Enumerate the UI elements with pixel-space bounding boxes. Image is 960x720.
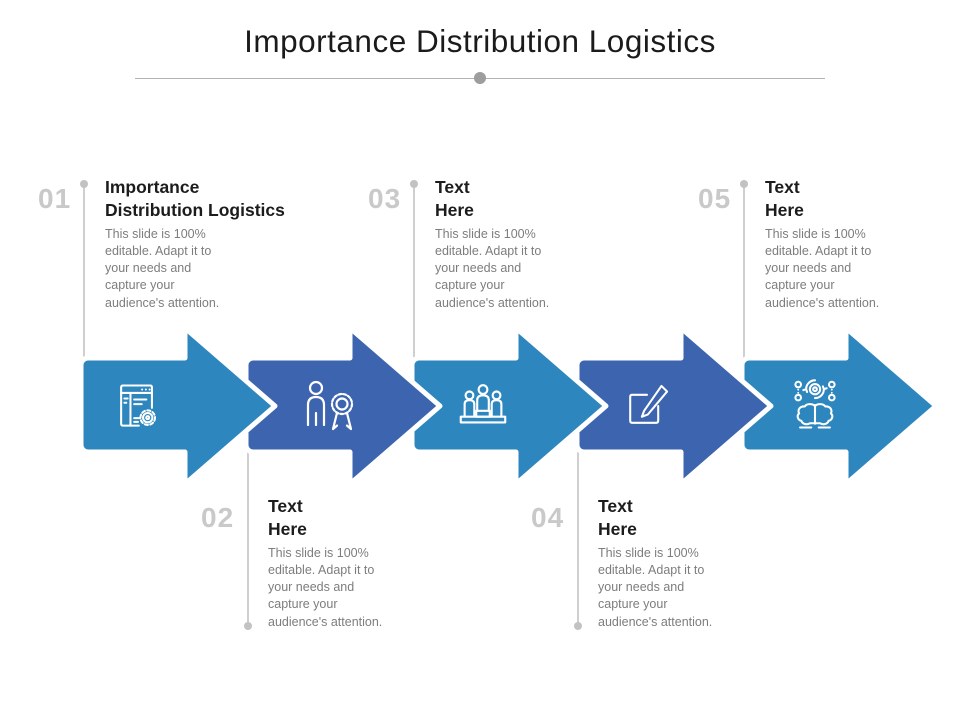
step-heading-1: Importance Distribution Logistics xyxy=(105,177,285,220)
arrow-shape-2 xyxy=(243,325,443,487)
connector-line-step-2 xyxy=(247,452,249,626)
connector-line-step-1 xyxy=(83,185,85,360)
process-arrow-2 xyxy=(243,325,443,487)
arrow-shape-5 xyxy=(739,325,939,487)
arrow-shape-3 xyxy=(409,325,609,487)
connector-dot-step-2 xyxy=(244,622,252,630)
process-arrow-5 xyxy=(739,325,939,487)
connector-line-step-4 xyxy=(577,452,579,626)
step-description-1: This slide is 100% editable. Adapt it to… xyxy=(105,227,220,310)
connector-dot-step-1 xyxy=(80,180,88,188)
step-description-5: This slide is 100% editable. Adapt it to… xyxy=(765,227,880,310)
step-heading-4: Text Here xyxy=(598,496,637,539)
brain-gears-icon xyxy=(794,379,836,429)
step-description-2: This slide is 100% editable. Adapt it to… xyxy=(268,546,383,629)
title-divider-dot xyxy=(474,72,486,84)
step-heading-2: Text Here xyxy=(268,496,307,539)
process-arrow-3 xyxy=(409,325,609,487)
window-settings-icon xyxy=(120,384,157,427)
step-number-2: 02 xyxy=(201,502,235,533)
step-number-1: 01 xyxy=(38,183,72,214)
step-number-3: 03 xyxy=(368,183,402,214)
arrow-shape-4 xyxy=(574,325,774,487)
step-description-3: This slide is 100% editable. Adapt it to… xyxy=(435,227,550,310)
connector-dot-step-5 xyxy=(740,180,748,188)
edit-pencil-icon xyxy=(629,384,669,424)
step-number-4: 04 xyxy=(531,502,565,533)
step-description-4: This slide is 100% editable. Adapt it to… xyxy=(598,546,713,629)
process-arrow-1 xyxy=(78,325,278,487)
step-heading-3: Text Here xyxy=(435,177,474,220)
step-number-5: 05 xyxy=(698,183,732,214)
connector-line-step-5 xyxy=(743,185,745,360)
connector-dot-step-3 xyxy=(410,180,418,188)
connector-line-step-3 xyxy=(413,185,415,360)
page-title: Importance Distribution Logistics xyxy=(244,23,716,59)
connector-dot-step-4 xyxy=(574,622,582,630)
arrow-shape-1 xyxy=(78,325,278,487)
process-arrow-4 xyxy=(574,325,774,487)
step-heading-5: Text Here xyxy=(765,177,804,220)
team-podium-icon xyxy=(459,384,507,424)
person-award-icon xyxy=(306,380,354,431)
